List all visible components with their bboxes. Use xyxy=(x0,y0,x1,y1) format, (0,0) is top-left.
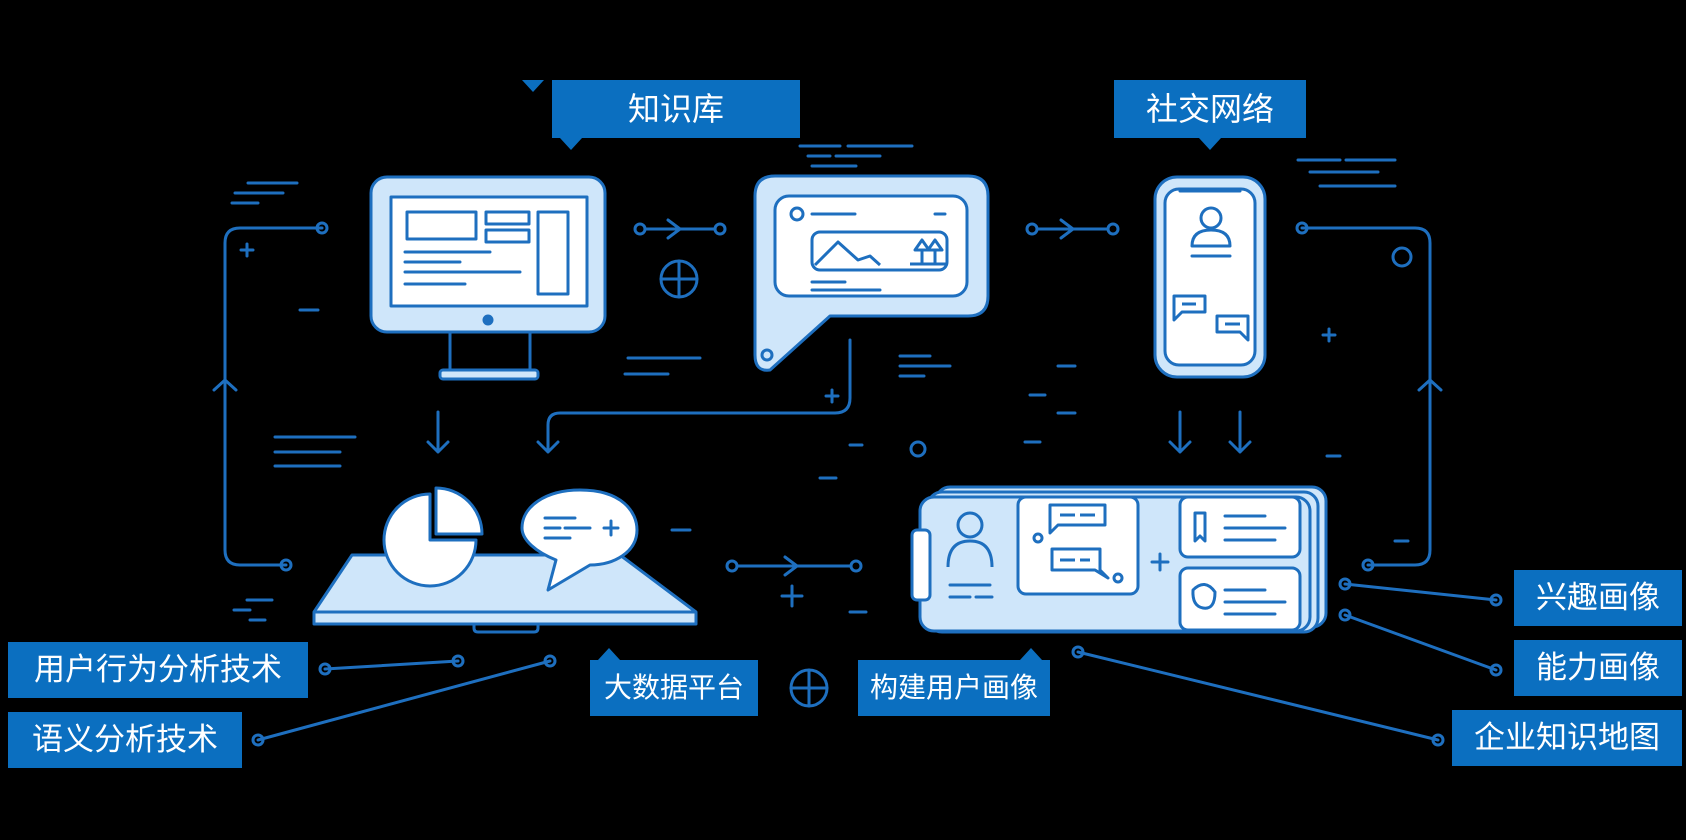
monitor-icon xyxy=(369,175,607,381)
label-interest: 兴趣画像 xyxy=(1514,570,1682,626)
label-semantic: 语义分析技术 xyxy=(8,712,242,768)
arrow-monitor-to-bubble xyxy=(633,218,727,240)
circled-plus-icon xyxy=(659,259,699,299)
label-big-data-text: 大数据平台 xyxy=(603,671,744,704)
label-social-network-text: 社交网络 xyxy=(1145,90,1274,128)
arrow-bottom-platform-to-profile xyxy=(725,555,863,577)
label-ability: 能力画像 xyxy=(1514,640,1682,696)
down-arrows xyxy=(426,338,1252,458)
leader-lines xyxy=(251,577,1503,747)
chat-bubble-icon xyxy=(520,488,639,592)
phone-icon xyxy=(1153,175,1267,379)
speech-bubble-icon xyxy=(753,174,990,372)
label-user-behavior-text: 用户行为分析技术 xyxy=(34,651,282,688)
label-enterprise-map-text: 企业知识地图 xyxy=(1474,719,1660,756)
left-feedback-connector xyxy=(212,221,329,572)
label-semantic-text: 语义分析技术 xyxy=(32,721,218,758)
label-big-data: 大数据平台 xyxy=(590,648,758,716)
label-build-profile-text: 构建用户画像 xyxy=(869,671,1038,704)
label-interest-text: 兴趣画像 xyxy=(1536,579,1660,616)
arrow-bubble-to-phone xyxy=(1025,218,1120,240)
label-social-network: 社交网络 xyxy=(1114,80,1306,150)
circled-plus-icon xyxy=(789,668,829,708)
label-knowledge-base-text: 知识库 xyxy=(627,90,724,128)
right-feedback-connector xyxy=(1295,221,1443,572)
label-user-behavior: 用户行为分析技术 xyxy=(8,642,308,698)
decorative-dashes xyxy=(230,144,1410,622)
laptop-icon xyxy=(312,553,698,634)
label-build-profile: 构建用户画像 xyxy=(858,648,1050,716)
label-ability-text: 能力画像 xyxy=(1536,649,1660,686)
label-knowledge-base: 知识库 xyxy=(552,80,800,150)
label-enterprise-map: 企业知识地图 xyxy=(1452,710,1682,766)
pie-chart-icon xyxy=(382,486,484,588)
profile-card-icon xyxy=(910,485,1328,634)
